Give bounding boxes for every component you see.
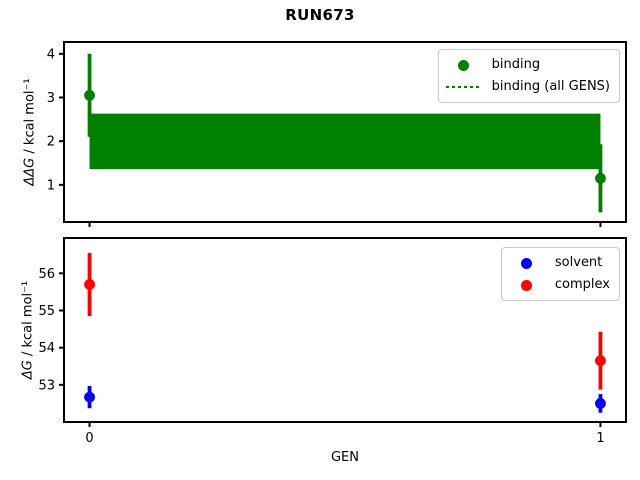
x-tick-label: 0 bbox=[85, 431, 93, 446]
axes-border bbox=[63, 41, 627, 223]
legend-item-label: complex bbox=[554, 276, 610, 292]
legend-item: binding bbox=[446, 54, 610, 76]
axes-border bbox=[63, 237, 627, 423]
y-tick-label: 2 bbox=[47, 135, 55, 150]
complex-dot-icon bbox=[521, 279, 533, 291]
dotted-line-icon bbox=[445, 86, 482, 88]
solvent-dot-icon bbox=[521, 257, 533, 269]
legend-marker bbox=[509, 257, 545, 269]
x-tick-label: 1 bbox=[596, 431, 604, 446]
legend-item: complex bbox=[509, 274, 610, 296]
legend-marker bbox=[445, 86, 482, 88]
legend-item-label: binding bbox=[491, 56, 541, 72]
legend-marker bbox=[446, 59, 482, 71]
data-point-complex bbox=[84, 279, 95, 290]
y-tick-label: 3 bbox=[47, 91, 55, 106]
y-tick-label: 4 bbox=[47, 47, 55, 62]
legend-marker bbox=[509, 279, 545, 291]
legend-item: binding (all GENS) bbox=[445, 76, 610, 98]
y-tick-label: 54 bbox=[38, 341, 55, 356]
figure-title: RUN673 bbox=[285, 6, 355, 24]
confidence-band bbox=[89, 113, 601, 170]
y-axis-label-top-units: / kcal mol⁻¹ bbox=[22, 78, 38, 158]
y-axis-label-bottom: ΔG / kcal mol⁻¹ bbox=[21, 281, 36, 379]
y-tick-label: 56 bbox=[38, 267, 55, 282]
y-axis-label-bottom-math: ΔG bbox=[20, 360, 36, 380]
legend-bottom: solvent complex bbox=[500, 247, 620, 301]
data-point-solvent bbox=[84, 391, 95, 403]
y-tick-label: 55 bbox=[38, 304, 55, 319]
y-axis-label-top: ΔΔG / kcal mol⁻¹ bbox=[23, 78, 38, 185]
x-axis-label: GEN bbox=[330, 450, 359, 465]
y-tick-label: 1 bbox=[47, 178, 55, 193]
y-tick-label: 53 bbox=[38, 378, 55, 393]
y-axis-label-bottom-units: / kcal mol⁻¹ bbox=[20, 280, 36, 361]
legend-item-label: binding (all GENS) bbox=[491, 78, 610, 94]
y-axis-label-top-math: ΔΔG bbox=[22, 157, 38, 186]
data-point-binding bbox=[84, 89, 95, 101]
legend-item: solvent bbox=[509, 252, 610, 274]
data-point-binding bbox=[595, 172, 606, 184]
data-point-solvent bbox=[595, 398, 606, 409]
legend-item-label: solvent bbox=[554, 254, 603, 270]
binding-dot-icon bbox=[458, 59, 470, 71]
data-point-complex bbox=[595, 355, 606, 367]
legend-top: binding binding (all GENS) bbox=[437, 49, 620, 103]
